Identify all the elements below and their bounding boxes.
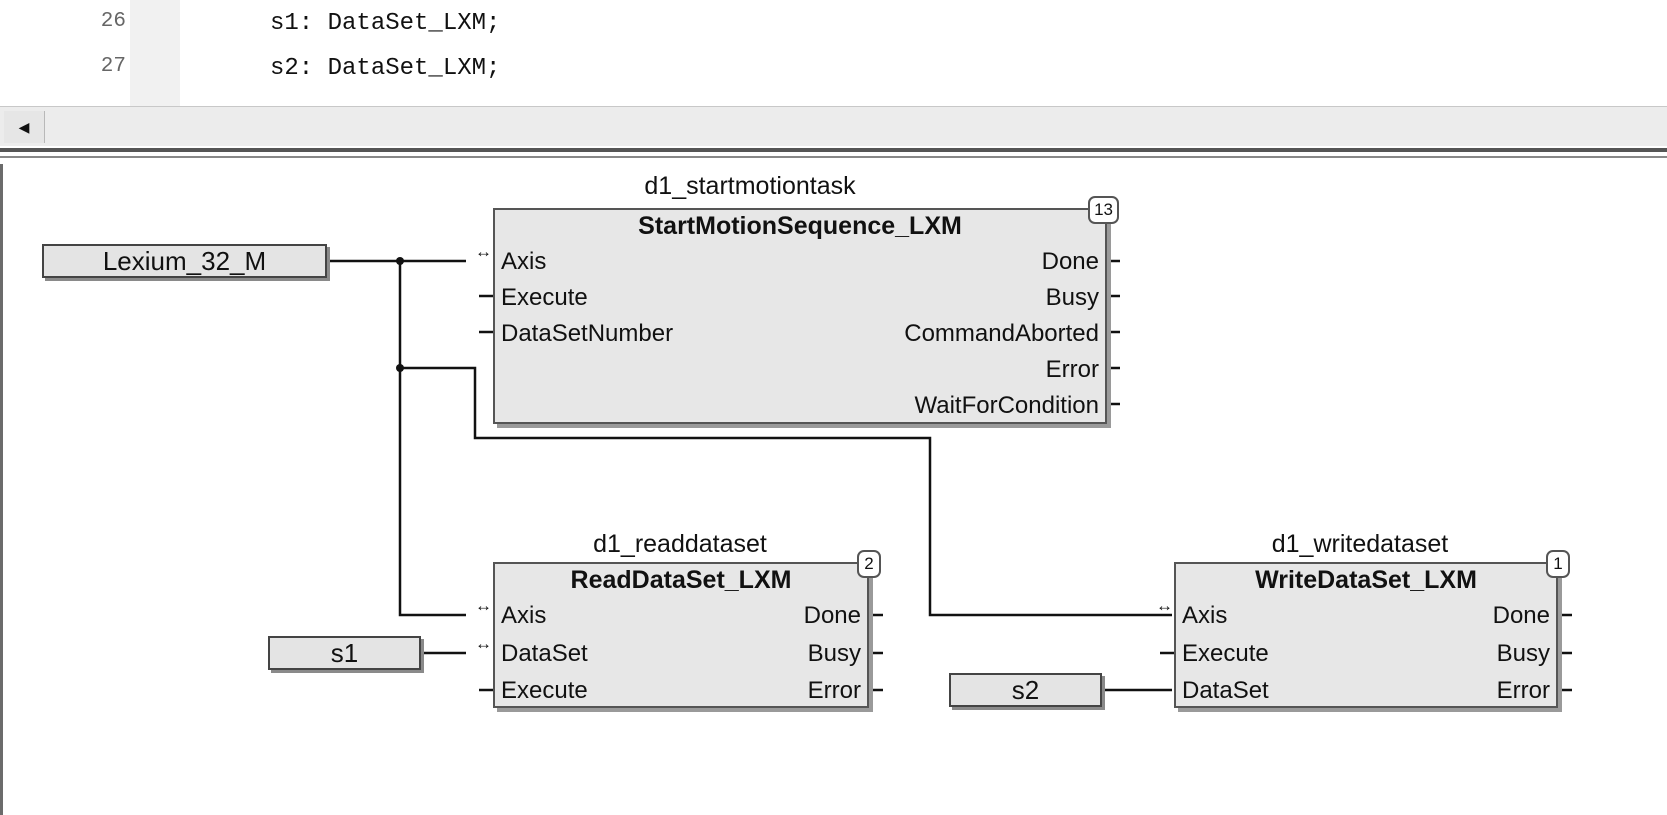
variable-lexium-32-m[interactable]: Lexium_32_M xyxy=(42,244,327,278)
block-type-name: StartMotionSequence_LXM xyxy=(638,212,962,240)
pin-busy[interactable]: Busy xyxy=(807,640,861,667)
fold-margin xyxy=(130,0,180,106)
execution-order-badge: 1 xyxy=(1546,550,1570,578)
window-left-border xyxy=(0,0,3,815)
pin-execute[interactable]: Execute xyxy=(1182,640,1269,667)
line-number: 26 xyxy=(100,10,126,33)
variable-s2[interactable]: s2 xyxy=(949,673,1102,707)
pin-error[interactable]: Error xyxy=(1045,356,1099,383)
line-number: 27 xyxy=(100,55,126,78)
pane-splitter[interactable] xyxy=(0,146,1667,164)
code-line[interactable]: s1: DataSet_LXM; xyxy=(270,10,501,37)
inout-arrow-icon: ↔ xyxy=(1156,596,1173,615)
pin-axis[interactable]: ↔Axis xyxy=(475,242,547,275)
block-instance-name[interactable]: d1_writedataset xyxy=(1271,530,1449,558)
code-line[interactable]: s2: DataSet_LXM; xyxy=(270,55,501,82)
line-number-gutter xyxy=(0,0,132,106)
splitter-bar xyxy=(0,148,1667,152)
pin-error[interactable]: Error xyxy=(1496,677,1550,704)
block-type-name: ReadDataSet_LXM xyxy=(570,566,792,594)
pin-axis[interactable]: ↔Axis xyxy=(1156,596,1228,629)
pin-dataset[interactable]: DataSet xyxy=(1182,677,1269,704)
block-instance-name[interactable]: d1_readdataset xyxy=(593,530,767,558)
junction-dot xyxy=(396,364,404,372)
declaration-editor[interactable]: 26 s1: DataSet_LXM; 27 s2: DataSet_LXM; xyxy=(0,0,1667,106)
pin-command-aborted[interactable]: CommandAborted xyxy=(904,320,1099,347)
connection-wires xyxy=(327,257,1572,692)
inout-arrow-icon: ↔ xyxy=(475,596,492,615)
fbd-canvas[interactable]: Lexium_32_M s1 s2 d1_startmotiontask Sta… xyxy=(0,164,1667,815)
pin-done[interactable]: Done xyxy=(1492,602,1550,629)
inout-arrow-icon: ↔ xyxy=(475,242,492,261)
pin-dataset-number[interactable]: DataSetNumber xyxy=(501,320,674,347)
pin-done[interactable]: Done xyxy=(803,602,861,629)
pin-execute[interactable]: Execute xyxy=(501,677,588,704)
function-block-start-motion-sequence[interactable]: StartMotionSequence_LXM 13 ↔Axis Execute… xyxy=(475,196,1119,424)
inout-arrow-icon: ↔ xyxy=(475,634,492,653)
wire-axis-write[interactable] xyxy=(400,366,1172,617)
pin-busy[interactable]: Busy xyxy=(1496,640,1550,667)
pin-wait-for-condition[interactable]: WaitForCondition xyxy=(914,392,1099,419)
block-instance-name[interactable]: d1_startmotiontask xyxy=(644,172,856,200)
arrow-left-icon: ◀ xyxy=(18,118,30,135)
scroll-left-button[interactable]: ◀ xyxy=(4,111,45,143)
splitter-bar xyxy=(0,156,1667,158)
pin-execute[interactable]: Execute xyxy=(501,284,588,311)
execution-order-badge: 13 xyxy=(1088,196,1119,224)
pin-axis[interactable]: ↔Axis xyxy=(475,596,547,629)
function-block-read-dataset[interactable]: ReadDataSet_LXM 2 ↔Axis ↔DataSet Execute… xyxy=(475,550,881,708)
pin-done[interactable]: Done xyxy=(1041,248,1099,275)
horizontal-scrollbar[interactable]: ◀ xyxy=(0,106,1667,147)
function-block-write-dataset[interactable]: WriteDataSet_LXM 1 ↔Axis Execute DataSet… xyxy=(1156,550,1570,708)
pin-error[interactable]: Error xyxy=(807,677,861,704)
variable-s1[interactable]: s1 xyxy=(268,636,421,670)
execution-order-badge: 2 xyxy=(857,550,881,578)
junction-dot xyxy=(396,257,404,265)
pin-dataset[interactable]: ↔DataSet xyxy=(475,634,588,667)
pin-busy[interactable]: Busy xyxy=(1045,284,1099,311)
wire-axis-read[interactable] xyxy=(398,261,466,617)
block-type-name: WriteDataSet_LXM xyxy=(1255,566,1477,594)
